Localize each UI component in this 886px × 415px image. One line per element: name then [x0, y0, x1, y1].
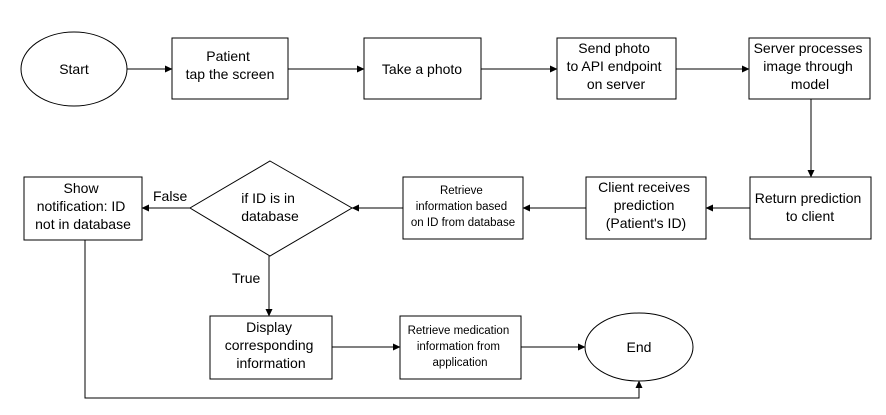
display-info-box — [209, 315, 333, 380]
true-edge-label: True — [232, 270, 260, 286]
start-label: Start — [59, 61, 89, 77]
send-photo-label: Send photo to API endpoint on server — [567, 40, 666, 92]
send-photo-box — [556, 37, 677, 100]
client-receives-label: Client receives prediction (Patient's ID… — [598, 179, 694, 231]
take-photo-box — [363, 37, 482, 100]
patient-tap-label: Patient tap the screen — [186, 48, 275, 82]
end-label: End — [627, 339, 652, 355]
end-terminal — [584, 312, 694, 382]
retrieve-medication-box — [399, 315, 522, 380]
retrieve-medication-label: Retrieve medication information from app… — [408, 325, 513, 369]
server-processes-label: Server processes image through model — [754, 40, 867, 92]
start-terminal — [20, 31, 128, 107]
arrow-notification-to-end — [84, 240, 643, 399]
show-notification-label: Show notification: ID not in database — [35, 180, 131, 232]
take-photo-label: Take a photo — [382, 61, 462, 77]
display-info-label: Display corresponding information — [225, 319, 318, 371]
false-edge-label: False — [153, 188, 187, 204]
patient-tap-box — [171, 37, 289, 100]
client-receives-box — [585, 176, 707, 240]
return-prediction-box — [749, 176, 872, 240]
show-notification-box — [23, 176, 143, 241]
return-prediction-label: Return prediction to client — [755, 190, 866, 224]
retrieve-info-label: Retrieve information based on ID from da… — [411, 185, 515, 229]
server-processes-box — [748, 37, 871, 100]
retrieve-info-box — [402, 176, 524, 240]
decision-label: if ID is in database — [241, 190, 299, 224]
id-in-database-decision — [189, 160, 353, 257]
